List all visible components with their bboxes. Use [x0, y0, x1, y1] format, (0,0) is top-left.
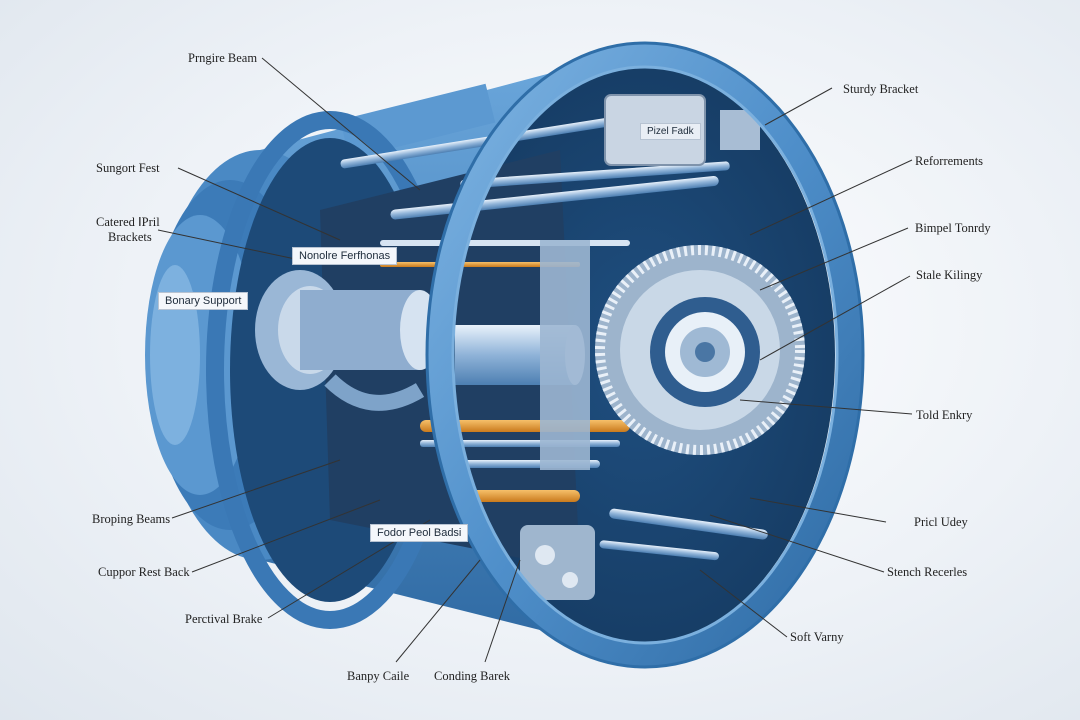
label-sturdy-bracket: Sturdy Bracket	[843, 82, 919, 96]
tag-bonary-support: Bonary Support	[158, 292, 249, 310]
label-prngire-beam: Prngire Beam	[188, 51, 258, 65]
label-brackets: Brackets	[108, 230, 152, 244]
front-ring	[425, 41, 865, 669]
label-broping-beams: Broping Beams	[92, 512, 171, 526]
label-catered-pril: Catered ⅠPril	[96, 215, 160, 229]
label-stench-recerles: Stench Recerles	[887, 565, 968, 579]
label-told-enkry: Told Enkry	[916, 408, 973, 422]
tag-fodor-peol-badsi: Fodor Peol Badsi	[370, 524, 469, 542]
label-perctival-brake: Perctival Brake	[185, 612, 263, 626]
tag-pizel-fadk: Pizel Fadk	[640, 123, 701, 140]
label-stale-kilingy: Stale Kilingy	[916, 268, 983, 282]
label-conding-barek: Conding Barek	[434, 669, 511, 683]
label-cuppor-rest-back: Cuppor Rest Back	[98, 565, 190, 579]
label-banpy-caile: Banpy Caile	[347, 669, 410, 683]
central-shaft	[455, 240, 590, 470]
label-sungort-fest: Sungort Fest	[96, 161, 160, 175]
label-reforrements: Reforrements	[915, 154, 984, 168]
label-pricl-udey: Pricl Udey	[914, 515, 968, 529]
bottom-bracket	[520, 525, 595, 600]
flywheel	[595, 245, 805, 455]
leader-lines	[157, 57, 913, 663]
label-soft-varny: Soft Varny	[790, 630, 844, 644]
label-bimpel-tonrdy: Bimpel Tonrdy	[915, 221, 991, 235]
tag-nonolre-ferfhonas: Nonolre Ferfhonas	[292, 247, 398, 265]
